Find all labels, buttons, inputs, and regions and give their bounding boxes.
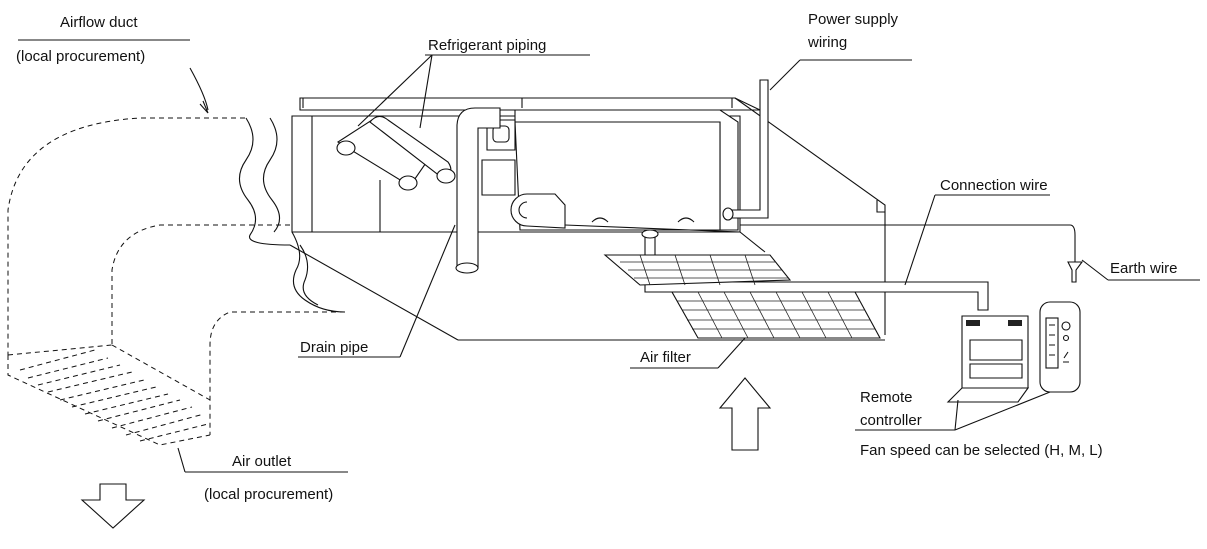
label-power-supply-line1: Power supply bbox=[808, 11, 899, 28]
label-air-filter: Air filter bbox=[640, 349, 691, 366]
earth-wire bbox=[740, 224, 1084, 283]
airflow-duct bbox=[7, 117, 345, 446]
label-airflow-duct: Airflow duct bbox=[60, 14, 138, 31]
airflow-out-arrow bbox=[80, 483, 146, 529]
drain-pipe bbox=[455, 107, 501, 274]
label-fan-speed: Fan speed can be selected (H, M, L) bbox=[860, 442, 1103, 459]
leader-lines bbox=[18, 39, 1200, 473]
label-power-supply-line2: wiring bbox=[807, 34, 847, 51]
label-air-outlet: Air outlet bbox=[232, 453, 292, 470]
indoor-unit bbox=[238, 79, 989, 341]
refrigerant-pipes bbox=[336, 115, 456, 191]
label-connection-wire: Connection wire bbox=[940, 177, 1048, 194]
wireless-remote-controller bbox=[1039, 301, 1081, 393]
air-filter-grid bbox=[603, 254, 881, 339]
label-airflow-duct-note: (local procurement) bbox=[16, 48, 145, 65]
power-conduit bbox=[722, 79, 769, 221]
label-remote-line1: Remote bbox=[860, 389, 913, 406]
label-earth-wire: Earth wire bbox=[1110, 260, 1178, 277]
air-outlet-grille bbox=[19, 349, 209, 442]
airflow-in-arrow bbox=[718, 377, 772, 451]
label-refrigerant-piping: Refrigerant piping bbox=[428, 37, 546, 54]
label-drain-pipe: Drain pipe bbox=[300, 339, 368, 356]
label-remote-line2: controller bbox=[860, 412, 922, 429]
wired-remote-controller bbox=[946, 315, 1030, 403]
label-air-outlet-note: (local procurement) bbox=[204, 486, 333, 503]
